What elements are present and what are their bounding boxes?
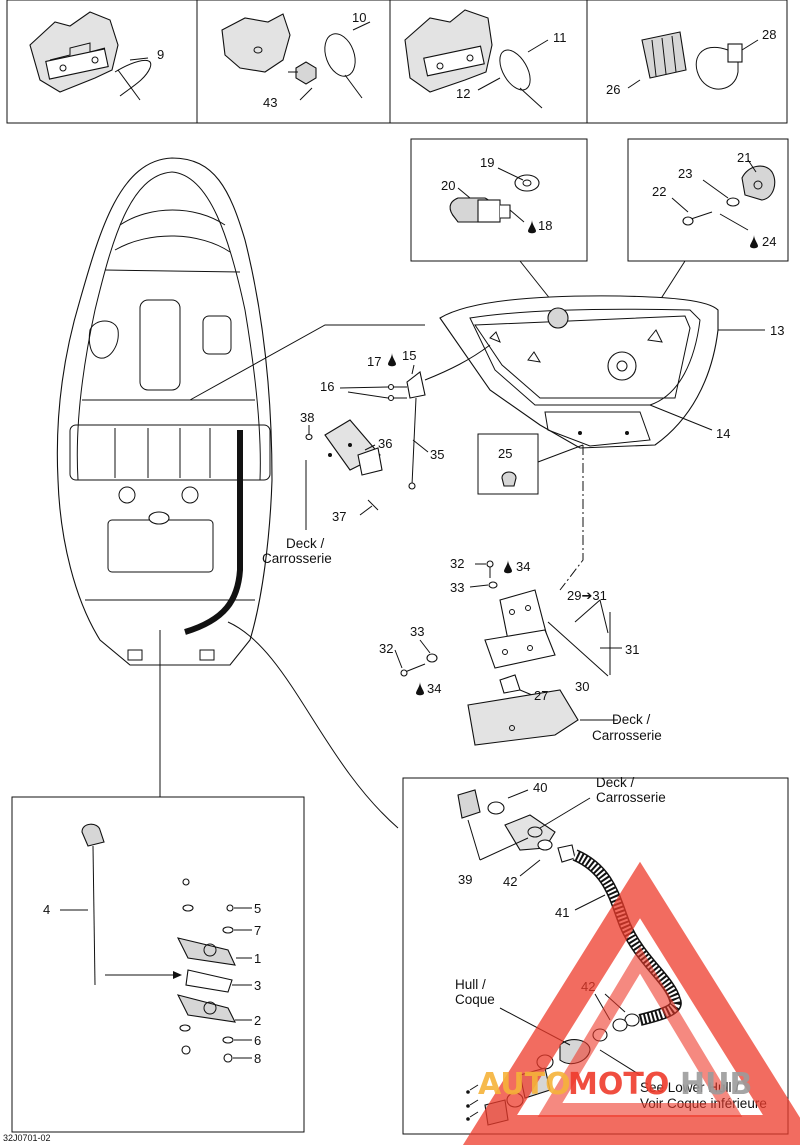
callout-18: 18 [538, 218, 552, 233]
callout-25: 25 [498, 446, 512, 461]
callout-6: 6 [254, 1033, 261, 1048]
callout-2: 2 [254, 1013, 261, 1028]
lubricant-drop-icon [388, 353, 396, 367]
support-strut: 15 16 17 35 [320, 344, 491, 490]
callout-19: 19 [480, 155, 494, 170]
callout-5: 5 [254, 901, 261, 916]
deck-label-fr: Carrosserie [596, 790, 666, 805]
callout-3: 3 [254, 978, 261, 993]
callout-15: 15 [402, 348, 416, 363]
watermark-moto: MOTO [568, 1067, 669, 1102]
callout-34b: 34 [427, 681, 441, 696]
lubricant-drop-icon [416, 682, 424, 696]
callout-35: 35 [430, 447, 444, 462]
deck-label-en: Deck / [596, 775, 635, 790]
lubricant-drop-icon [504, 560, 512, 574]
panel-clip-43-tie-10 [221, 13, 371, 101]
callout-9: 9 [157, 47, 164, 62]
deck-label-en: Deck / [612, 712, 651, 727]
callout-22: 22 [652, 184, 666, 199]
callout-10: 10 [352, 10, 366, 25]
guide-line [559, 445, 584, 591]
watermark-auto: AUTO [478, 1067, 571, 1102]
callout-31: 31 [625, 642, 639, 657]
deck-label-fr: Carrosserie [262, 551, 332, 566]
callout-11: 11 [553, 30, 567, 45]
callout-14: 14 [716, 426, 730, 441]
callout-13: 13 [770, 323, 784, 338]
lubricant-drop-icon [750, 235, 758, 249]
drawing-code: 32J0701-02 [3, 1133, 51, 1143]
callout-8: 8 [254, 1051, 261, 1066]
callout-37: 37 [332, 509, 346, 524]
detail-box-latch-18-20: 19 20 18 [410, 138, 588, 262]
callout-38: 38 [300, 410, 314, 425]
leader-to-filler-panel [227, 621, 399, 829]
callout-33a: 33 [450, 580, 464, 595]
callout-17: 17 [367, 354, 381, 369]
callout-28: 28 [762, 27, 776, 42]
storage-cover: 13 14 [439, 295, 784, 449]
callout-26: 26 [606, 82, 620, 97]
callout-24: 24 [762, 234, 776, 249]
callout-34a: 34 [516, 559, 530, 574]
callout-30: 30 [575, 679, 589, 694]
deck-label-en: Deck / [286, 536, 325, 551]
hinge-assembly: 32 34 33 29➔31 31 30 33 32 34 27 Deck / … [379, 556, 662, 746]
callout-1: 1 [254, 951, 261, 966]
callout-4: 4 [43, 902, 50, 917]
callout-12: 12 [456, 86, 470, 101]
callout-21: 21 [737, 150, 751, 165]
deck-label-fr: Carrosserie [592, 728, 662, 743]
plug-detail: 25 [477, 433, 584, 495]
callout-16: 16 [320, 379, 334, 394]
hull-label-en: Hull / [455, 977, 486, 992]
callout-39: 39 [458, 872, 472, 887]
automotohub-watermark: AUTO MOTO HUB [462, 861, 800, 1145]
callout-32b: 32 [379, 641, 393, 656]
panel-bracket-tie-9 [29, 11, 152, 101]
callout-43: 43 [263, 95, 277, 110]
callout-41: 41 [555, 905, 569, 920]
watercraft-deck [56, 157, 273, 666]
callout-23: 23 [678, 166, 692, 181]
callout-40: 40 [533, 780, 547, 795]
callout-2931: 29➔31 [567, 588, 607, 603]
callout-36: 36 [378, 436, 392, 451]
panel-bracket-tie-11-12 [404, 9, 549, 109]
hull-label-fr: Coque [455, 992, 495, 1007]
callout-42a: 42 [503, 874, 517, 889]
callout-20: 20 [441, 178, 455, 193]
dipstick-detail-box: 4 5 7 1 3 2 6 8 [11, 796, 305, 1133]
watermark-hub: HUB [680, 1067, 752, 1102]
callout-33b: 33 [410, 624, 424, 639]
lubricant-drop-icon [528, 220, 536, 234]
callout-27: 27 [534, 688, 548, 703]
panel-connector-26-clamp-28 [627, 31, 759, 90]
top-panels: 9 10 43 11 12 28 26 [6, 0, 788, 124]
callout-32a: 32 [450, 556, 464, 571]
leader-to-cover [189, 324, 425, 401]
callout-7: 7 [254, 923, 261, 938]
deck-bracket: 38 36 37 Deck / Carrosserie [262, 410, 392, 566]
detail-box-lock-21-24: 21 23 22 24 [627, 138, 789, 262]
